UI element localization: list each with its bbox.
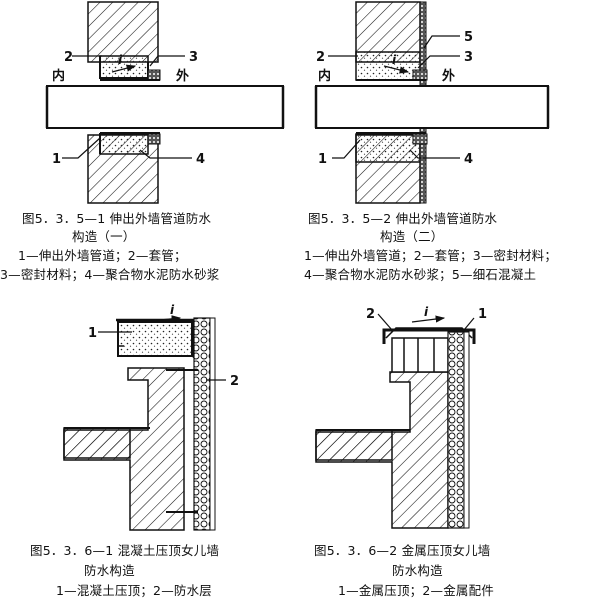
legend-4-line1: 1—金属压顶；2—金属配件: [338, 583, 495, 598]
label-inside: 内: [52, 68, 65, 84]
legend-1-line1: 1—伸出外墙管道；2—套管；: [18, 248, 187, 263]
slope-label: i: [392, 53, 397, 67]
callout-5: 5: [464, 30, 473, 45]
caption-title-4b: 防水构造: [392, 563, 443, 578]
label-outside: 外: [175, 68, 189, 84]
callout-1: 1: [478, 307, 487, 322]
callout-2: 2: [316, 50, 325, 65]
callout-2: 2: [64, 50, 73, 65]
legend-2-line2: 4—聚合物水泥防水砂浆；5—细石混凝土: [304, 267, 537, 282]
callout-3: 3: [464, 50, 473, 65]
callout-2: 2: [230, 374, 239, 389]
callout-3: 3: [189, 50, 198, 65]
diagram-pipe-through-wall-2: [314, 1, 550, 204]
legend-2-line1: 1—伸出外墙管道；2—套管；3—密封材料；: [304, 248, 558, 263]
callout-4: 4: [196, 152, 205, 167]
caption-title-3b: 防水构造: [84, 563, 135, 578]
caption-title-1b: 构造（一）: [72, 229, 136, 244]
slope-label: i: [170, 303, 175, 317]
diagram-concrete-coping-parapet: [63, 315, 226, 531]
label-outside: 外: [441, 68, 455, 84]
caption-title-1: 图5．3．5—1 伸出外墙管道防水: [22, 211, 212, 226]
diagram-pipe-through-wall-1: [45, 1, 285, 204]
diagram-metal-coping-parapet: [315, 313, 476, 529]
caption-title-3: 图5．3．6—1 混凝土压顶女儿墙: [30, 543, 220, 558]
slope-label: i: [424, 305, 429, 319]
callout-4: 4: [464, 152, 473, 167]
slope-label: i: [118, 53, 123, 67]
caption-title-2: 图5．3．5—2 伸出外墙管道防水: [308, 211, 498, 226]
callout-1: 1: [318, 152, 327, 167]
caption-title-4: 图5．3．6—2 金属压顶女儿墙: [314, 543, 491, 558]
callout-2: 2: [366, 307, 375, 322]
legend-3-line1: 1—混凝土压顶；2—防水层: [56, 583, 213, 598]
label-inside: 内: [318, 68, 331, 84]
caption-title-2b: 构造（二）: [380, 229, 444, 244]
callout-1: 1: [52, 152, 61, 167]
legend-1-line2: 3—密封材料；4—聚合物水泥防水砂浆: [0, 267, 220, 282]
callout-1: 1: [88, 326, 97, 341]
